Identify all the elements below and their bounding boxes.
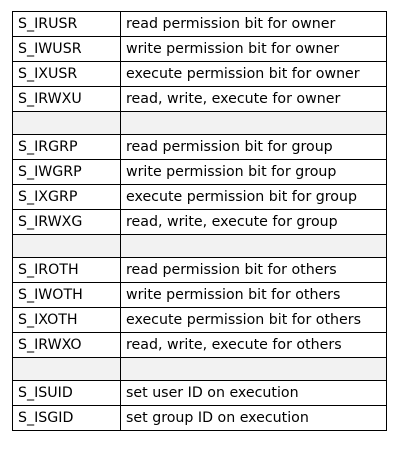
spacer-row	[12, 357, 387, 381]
description-cell: read permission bit for owner	[120, 11, 387, 37]
constant-cell: S_IWGRP	[12, 159, 121, 185]
constant-cell: S_ISUID	[12, 380, 121, 406]
table-row: S_ISGID set group ID on execution	[12, 405, 387, 431]
constant-cell	[12, 111, 121, 135]
spacer-row	[12, 111, 387, 135]
table-row: S_IWGRP write permission bit for group	[12, 159, 387, 185]
table-row: S_IRWXU read, write, execute for owner	[12, 86, 387, 112]
description-cell: set group ID on execution	[120, 405, 387, 431]
constant-cell: S_IRWXU	[12, 86, 121, 112]
constant-cell: S_IRWXG	[12, 209, 121, 235]
description-cell: write permission bit for owner	[120, 36, 387, 62]
table-row: S_ISUID set user ID on execution	[12, 380, 387, 406]
description-cell: execute permission bit for owner	[120, 61, 387, 87]
constant-cell	[12, 234, 121, 258]
constant-cell: S_IXUSR	[12, 61, 121, 87]
description-cell: read permission bit for group	[120, 134, 387, 160]
description-cell: read permission bit for others	[120, 257, 387, 283]
constant-cell: S_ISGID	[12, 405, 121, 431]
description-cell	[120, 357, 387, 381]
description-cell: execute permission bit for group	[120, 184, 387, 210]
constant-cell	[12, 357, 121, 381]
constant-cell: S_IXGRP	[12, 184, 121, 210]
permission-bits-table: S_IRUSR read permission bit for owner S_…	[12, 11, 387, 431]
constant-cell: S_IXOTH	[12, 307, 121, 333]
description-cell: read, write, execute for others	[120, 332, 387, 358]
description-cell	[120, 111, 387, 135]
description-cell: set user ID on execution	[120, 380, 387, 406]
constant-cell: S_IRGRP	[12, 134, 121, 160]
description-cell: write permission bit for group	[120, 159, 387, 185]
table-row: S_IXOTH execute permission bit for other…	[12, 307, 387, 333]
table-row: S_IXUSR execute permission bit for owner	[12, 61, 387, 87]
table-row: S_IXGRP execute permission bit for group	[12, 184, 387, 210]
table-row: S_IRGRP read permission bit for group	[12, 134, 387, 160]
table-row: S_IRWXO read, write, execute for others	[12, 332, 387, 358]
description-cell: read, write, execute for group	[120, 209, 387, 235]
description-cell	[120, 234, 387, 258]
constant-cell: S_IRWXO	[12, 332, 121, 358]
table-row: S_IWUSR write permission bit for owner	[12, 36, 387, 62]
constant-cell: S_IRUSR	[12, 11, 121, 37]
table-row: S_IRWXG read, write, execute for group	[12, 209, 387, 235]
table-row: S_IWOTH write permission bit for others	[12, 282, 387, 308]
description-cell: execute permission bit for others	[120, 307, 387, 333]
description-cell: write permission bit for others	[120, 282, 387, 308]
constant-cell: S_IWOTH	[12, 282, 121, 308]
table-row: S_IROTH read permission bit for others	[12, 257, 387, 283]
table-row: S_IRUSR read permission bit for owner	[12, 11, 387, 37]
spacer-row	[12, 234, 387, 258]
constant-cell: S_IWUSR	[12, 36, 121, 62]
constant-cell: S_IROTH	[12, 257, 121, 283]
description-cell: read, write, execute for owner	[120, 86, 387, 112]
